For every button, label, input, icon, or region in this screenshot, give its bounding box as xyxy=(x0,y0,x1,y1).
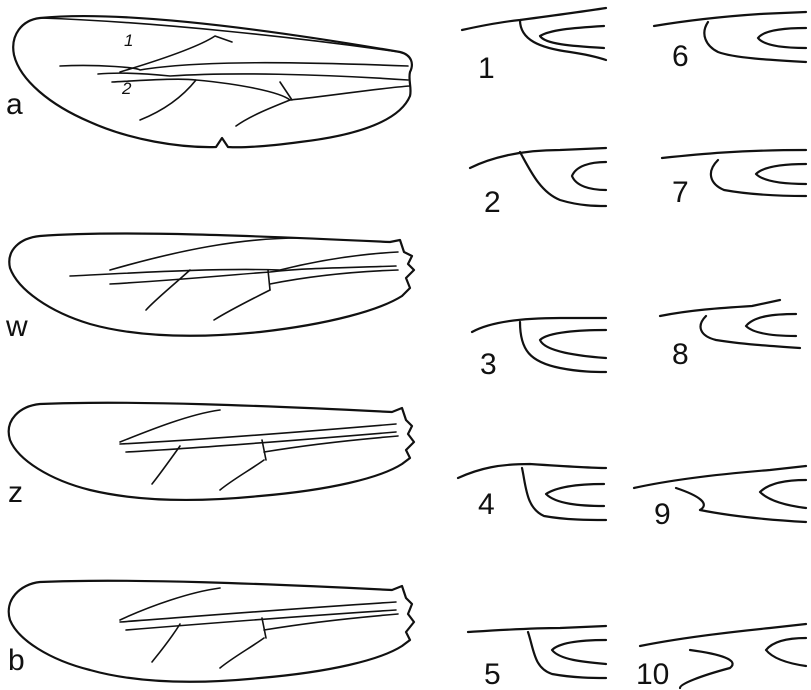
detail-8: 8 xyxy=(660,300,800,371)
detail-5: 5 xyxy=(468,626,606,690)
wing-a-vein-number-1: 1 xyxy=(124,31,133,50)
detail-1-label: 1 xyxy=(478,52,495,85)
wing-z: z xyxy=(8,403,414,509)
detail-6: 6 xyxy=(654,12,806,73)
wing-b-vein-cu xyxy=(264,614,398,630)
detail-4-label: 4 xyxy=(478,488,495,521)
wing-z-label: z xyxy=(8,476,23,509)
wing-z-outline xyxy=(9,403,414,500)
wing-z-vein-m xyxy=(120,424,396,444)
wing-a-costa xyxy=(40,18,400,52)
detail-10-label: 10 xyxy=(636,658,669,690)
wing-a-vein-m xyxy=(98,73,408,80)
wing-w-vein-branch2 xyxy=(214,290,270,320)
detail-3: 3 xyxy=(472,318,606,381)
wing-a-vein-r xyxy=(60,63,408,70)
wing-z-vein-branch2 xyxy=(220,460,264,490)
detail-5-label: 5 xyxy=(484,658,501,690)
detail-3-label: 3 xyxy=(480,348,497,381)
wing-w-vein-cu xyxy=(270,270,398,284)
wing-w-vein-branch1 xyxy=(146,270,190,310)
detail-8-label: 8 xyxy=(672,338,689,371)
wing-b: b xyxy=(8,581,414,682)
wing-w-vein-cross xyxy=(268,270,270,290)
wing-b-vein-cross xyxy=(262,618,266,638)
wing-a-vein-1 xyxy=(120,36,232,72)
wing-a-vein-cu xyxy=(112,79,410,100)
wing-z-vein-cu xyxy=(264,436,398,452)
detail-4: 4 xyxy=(458,464,606,521)
detail-2: 2 xyxy=(470,148,606,219)
detail-9-label: 9 xyxy=(654,498,671,531)
wing-w: w xyxy=(5,234,414,343)
detail-9: 9 xyxy=(634,466,806,531)
wing-b-vein-branch2 xyxy=(220,638,264,668)
wing-z-vein-r xyxy=(120,410,220,442)
wing-a-label: a xyxy=(6,88,23,121)
wing-b-label: b xyxy=(8,644,25,677)
wing-w-vein-r xyxy=(110,238,300,270)
wing-b-outline xyxy=(9,581,414,682)
wing-b-vein-m2 xyxy=(126,610,396,630)
detail-1: 1 xyxy=(462,8,606,85)
detail-7: 7 xyxy=(662,150,806,209)
detail-2-label: 2 xyxy=(484,186,501,219)
wing-a-vein-number-2: 2 xyxy=(121,79,132,98)
detail-10: 10 xyxy=(636,624,806,690)
wing-w-outline xyxy=(9,234,414,336)
detail-6-label: 6 xyxy=(672,40,689,73)
wing-a-vein-branch1 xyxy=(140,80,196,120)
wing-a: 1 2 a xyxy=(6,16,412,147)
wing-w-label: w xyxy=(5,310,28,343)
wing-b-vein-branch1 xyxy=(152,624,180,662)
wing-a-vein-branch2 xyxy=(236,100,290,126)
detail-7-label: 7 xyxy=(672,176,689,209)
wing-z-vein-branch1 xyxy=(152,446,180,484)
